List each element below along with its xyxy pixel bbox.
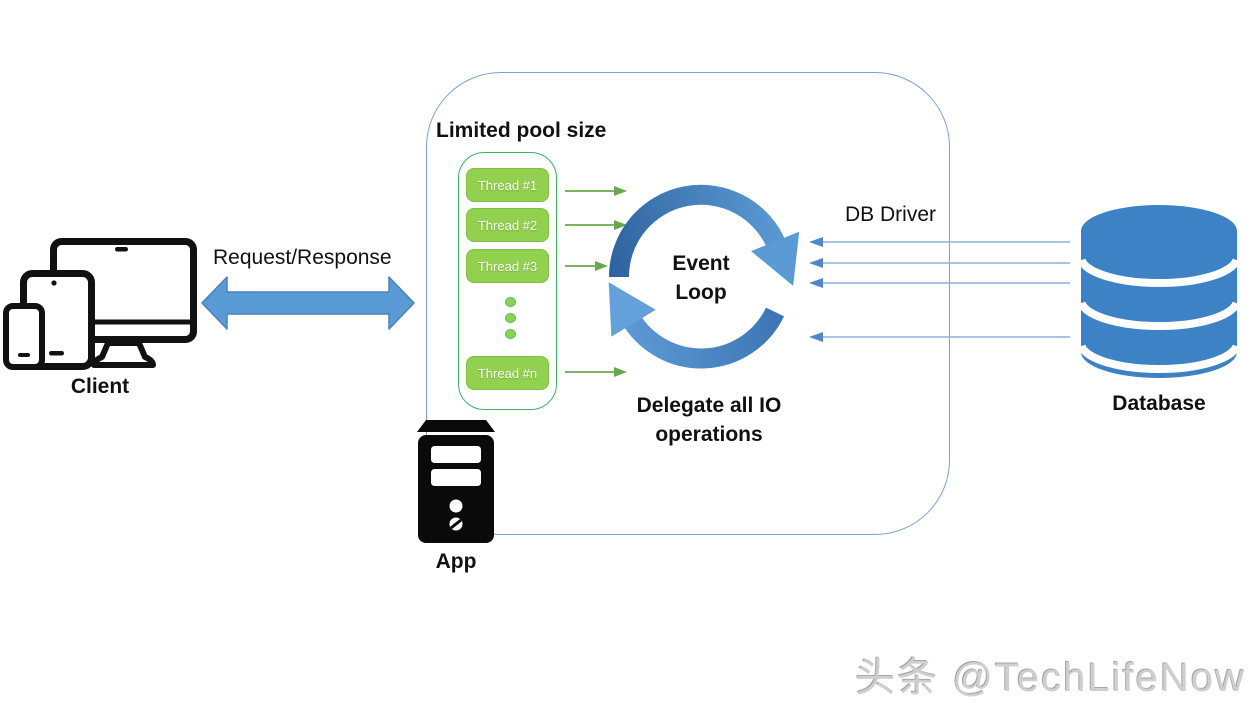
thread-3-box: Thread #3	[466, 249, 549, 283]
watermark-text: 头条 @TechLifeNow	[855, 656, 1246, 700]
delegate-io-label: Delegate all IO operations	[609, 391, 809, 449]
delegate-io-label-line1: Delegate all IO	[636, 394, 782, 417]
client-label: Client	[70, 375, 130, 398]
thread-1-box: Thread #1	[466, 168, 549, 202]
thread-n-box: Thread #n	[466, 356, 549, 390]
thread-pool-box: Thread #1 Thread #2 Thread #3 Thread #n	[458, 152, 557, 410]
database-icon	[1080, 205, 1238, 378]
thread-ellipsis-dot	[505, 329, 516, 339]
event-loop-label-line1: Event	[672, 252, 730, 275]
request-response-arrow	[201, 276, 415, 330]
db-driver-label: DB Driver	[845, 203, 937, 226]
app-label: App	[435, 550, 477, 573]
app-server-icon	[417, 420, 495, 543]
thread-2-box: Thread #2	[466, 208, 549, 242]
phone-icon	[3, 303, 45, 370]
pool-title: Limited pool size	[436, 119, 607, 142]
delegate-io-label-line2: operations	[655, 423, 763, 446]
event-loop-label-line2: Loop	[675, 281, 727, 304]
client-devices-icon	[3, 238, 197, 370]
thread-ellipsis-dot	[505, 313, 516, 323]
app-boundary-box	[426, 72, 950, 535]
thread-ellipsis-dot	[505, 297, 516, 307]
request-response-label: Request/Response	[213, 246, 392, 269]
database-label: Database	[1112, 392, 1206, 415]
event-loop-label: Event Loop	[641, 249, 761, 307]
